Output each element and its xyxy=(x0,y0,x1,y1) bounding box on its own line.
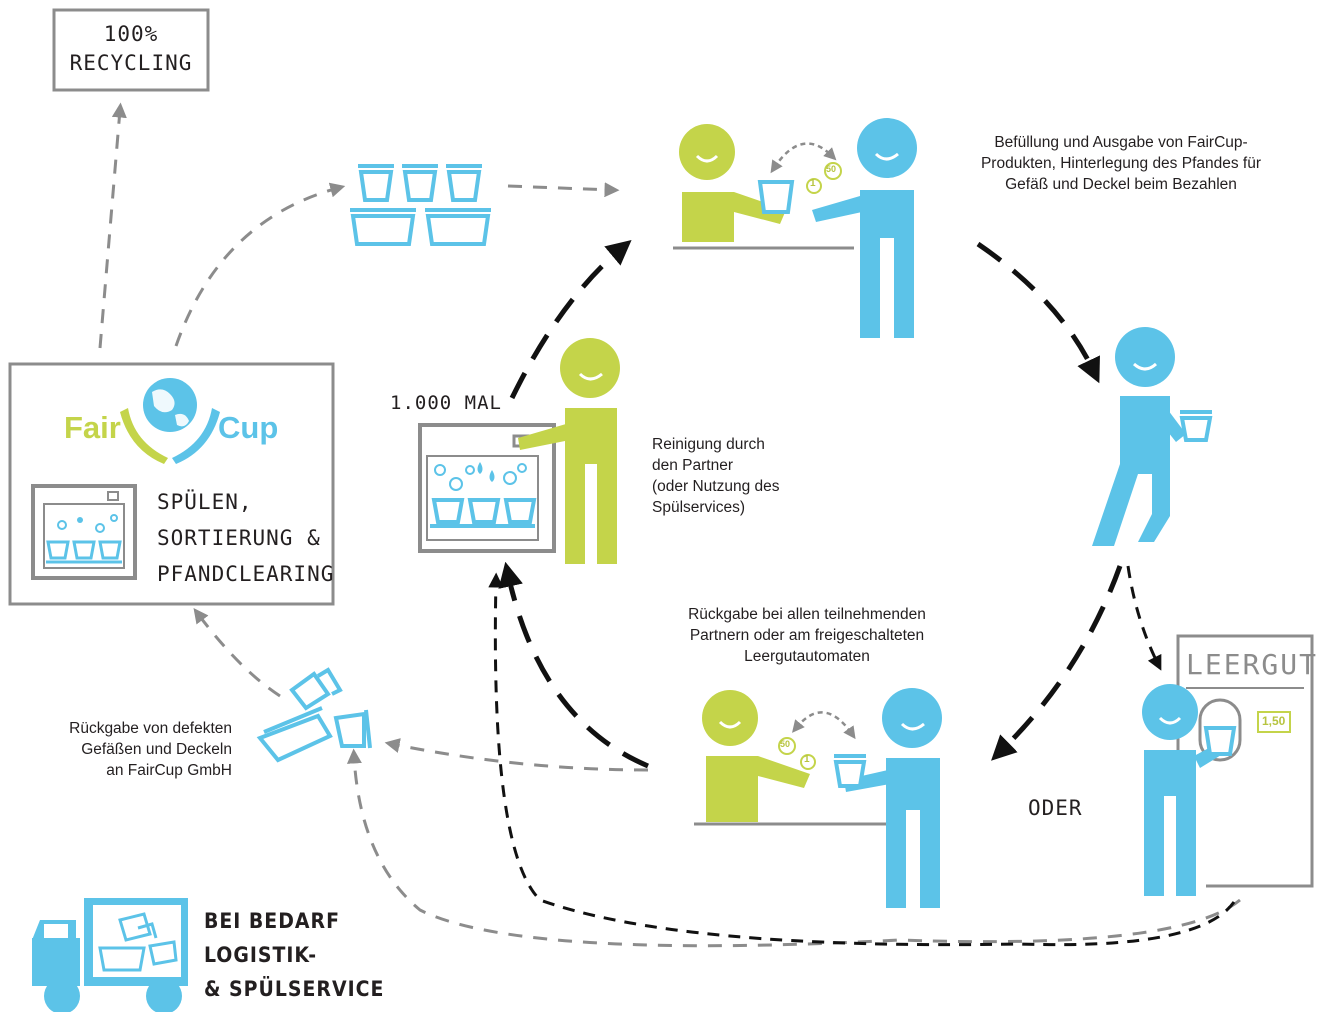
logistics-line1: BEI BEDARF xyxy=(204,909,340,933)
clean-cups-icon xyxy=(350,164,491,246)
or-label: ODER xyxy=(1028,796,1083,820)
cup-right-icon xyxy=(1179,410,1213,442)
gray-flow-arrows xyxy=(98,102,1241,948)
arrow-customer-to-machine xyxy=(1126,565,1162,671)
cup-top-icon xyxy=(757,180,795,214)
hub-label: SPÜLEN, SORTIERUNG & PFANDCLEARING xyxy=(157,484,334,592)
step-return-line3: Leergutautomaten xyxy=(744,648,870,665)
arrow-return-to-defect xyxy=(384,738,649,772)
logistics-line3: & SPÜLSERVICE xyxy=(204,977,385,1001)
step-defect-line2: Gefäßen und Deckeln xyxy=(81,741,232,758)
hub-line2: SORTIERUNG & xyxy=(157,526,321,550)
hub-line1: SPÜLEN, xyxy=(157,490,253,514)
arrow-defect-to-hub xyxy=(193,608,281,698)
recycling-line1: 100% xyxy=(103,22,159,46)
coin-big-bottom xyxy=(778,737,796,755)
logistics-label: BEI BEDARF LOGISTIK- & SPÜLSERVICE xyxy=(204,904,384,1006)
step-return-line2: Partnern oder am freigeschalteten xyxy=(689,627,925,644)
coin-big-top-label: 50 xyxy=(826,164,837,174)
step-fill-line3: Gefäß und Deckel beim Bezahlen xyxy=(1005,176,1237,193)
cleaner-person xyxy=(518,338,620,564)
arrow-hub-to-cups xyxy=(174,182,346,347)
recycling-box xyxy=(52,8,210,92)
coin-small-bottom xyxy=(800,754,816,770)
step-defect-text: Rückgabe von defekten Gefäßen und Deckel… xyxy=(10,718,232,781)
arrow-customer-to-return xyxy=(991,565,1123,761)
step-clean-line1: Reinigung durch xyxy=(652,436,765,453)
step-clean-line4: Spülservices) xyxy=(652,499,746,516)
step-clean-line2: den Partner xyxy=(652,457,733,474)
black-cycle-arrows xyxy=(498,239,1123,769)
step-clean-line3: (oder Nutzung des xyxy=(652,478,780,495)
customer-person-bottom xyxy=(844,688,942,908)
step-defect-line1: Rückgabe von defekten xyxy=(69,720,232,737)
hub-box xyxy=(8,362,335,606)
cup-bottom-icon xyxy=(833,754,867,788)
step-defect-line3: an FairCup GmbH xyxy=(106,762,232,779)
arrow-return-to-cleaner xyxy=(498,561,649,769)
machine-title: LEERGUT xyxy=(1186,648,1319,681)
defect-cups-icon xyxy=(256,667,372,763)
coin-small-top xyxy=(806,178,822,194)
logo-text-fair: Fair xyxy=(64,410,121,445)
machine-amount: 1,50 xyxy=(1262,714,1286,728)
logistics-line2: LOGISTIK- xyxy=(204,943,318,967)
server-person-bottom xyxy=(702,690,810,822)
arrow-machine-to-defect xyxy=(346,748,1241,948)
step-fill-text: Befüllung und Ausgabe von FairCup- Produ… xyxy=(942,132,1300,195)
arrow-server-to-customer xyxy=(976,241,1100,384)
coin-big-bottom-label: 50 xyxy=(780,739,791,749)
logistics-truck-icon xyxy=(32,898,188,1012)
customer-person-machine xyxy=(1142,684,1226,896)
step-fill-line1: Befüllung und Ausgabe von FairCup- xyxy=(994,134,1248,151)
step-clean-text: Reinigung durch den Partner (oder Nutzun… xyxy=(652,434,780,518)
customer-person-right xyxy=(1092,327,1186,546)
customer-person-top xyxy=(812,118,917,338)
count-label: 1.000 MAL xyxy=(390,392,502,414)
step-fill-line2: Produkten, Hinterlegung des Pfandes für xyxy=(980,155,1262,172)
arrow-cleaner-to-server xyxy=(509,239,632,400)
recycling-label: 100% RECYCLING xyxy=(54,20,208,78)
faircup-logo-icon xyxy=(120,378,220,464)
step-return-text: Rückgabe bei allen teilnehmenden Partner… xyxy=(632,604,982,667)
step-return-line1: Rückgabe bei allen teilnehmenden xyxy=(688,606,926,623)
coin-small-bottom-label: 1 xyxy=(804,754,810,765)
server-person-top xyxy=(679,124,786,242)
coin-small-top-label: 1 xyxy=(810,178,816,189)
arrow-cups-to-server xyxy=(507,182,620,198)
center-dishwasher-icon xyxy=(418,423,556,553)
hub-dishwasher-icon xyxy=(31,484,137,580)
arrow-hub-to-recycling xyxy=(98,102,127,349)
logo-text-cup: Cup xyxy=(218,410,279,445)
cup-machine-icon xyxy=(1203,726,1237,756)
recycling-line2: RECYCLING xyxy=(69,51,193,75)
hub-line3: PFANDCLEARING xyxy=(157,562,335,586)
